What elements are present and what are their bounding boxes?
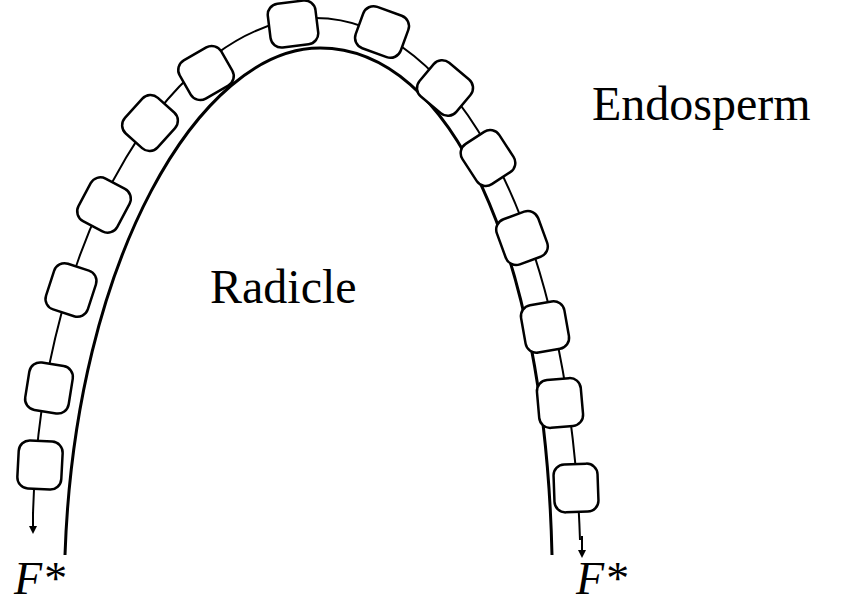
cell-chain-line	[33, 18, 580, 540]
region-label: Endosperm	[592, 80, 811, 128]
force-arrow	[32, 512, 34, 530]
force-arrow	[581, 536, 583, 554]
aleurone-cells	[17, 0, 599, 513]
radicle-outline	[65, 48, 552, 555]
region-label: Radicle	[210, 263, 357, 311]
force-label: F*	[576, 556, 627, 602]
force-label: F*	[14, 556, 65, 602]
